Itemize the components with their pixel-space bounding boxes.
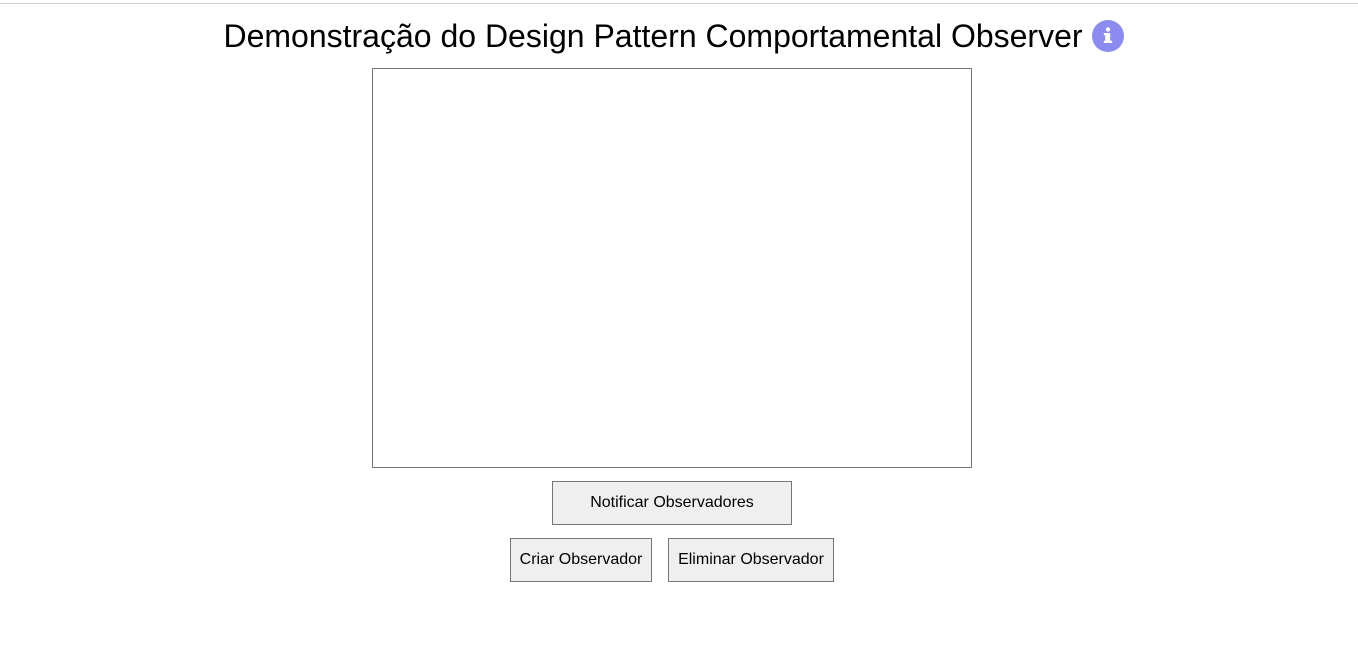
create-observer-button[interactable]: Criar Observador <box>510 538 652 582</box>
observer-canvas[interactable] <box>372 68 972 468</box>
header: Demonstração do Design Pattern Comportam… <box>0 16 1358 56</box>
notify-observers-button[interactable]: Notificar Observadores <box>552 481 792 525</box>
delete-observer-button[interactable]: Eliminar Observador <box>668 538 834 582</box>
top-divider <box>0 3 1358 4</box>
info-icon[interactable] <box>1091 20 1124 52</box>
page-title: Demonstração do Design Pattern Comportam… <box>223 18 1083 54</box>
info-glyph <box>1103 27 1112 43</box>
